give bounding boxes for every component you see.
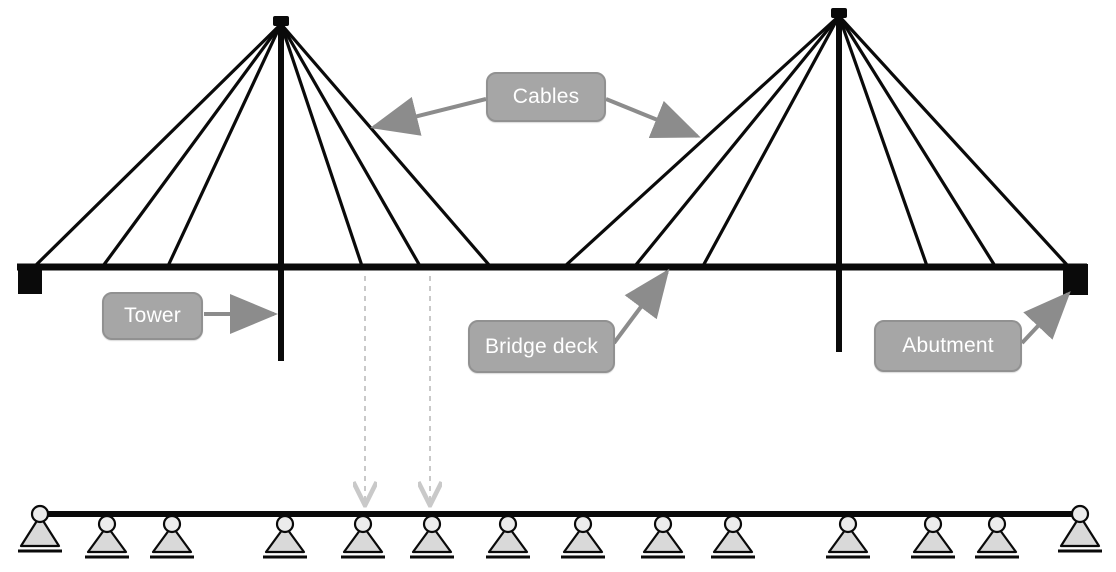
bridge-deck-arrow xyxy=(612,268,670,345)
support-triangle xyxy=(712,524,754,554)
support-symbol xyxy=(486,514,530,559)
cable-line xyxy=(837,15,929,267)
deck-line xyxy=(17,263,1087,271)
support-circle xyxy=(422,514,442,534)
tower-mast xyxy=(836,12,842,352)
support-triangle xyxy=(642,524,684,554)
cables-right-arrow xyxy=(605,97,701,138)
tower-cap xyxy=(273,16,289,26)
support-triangle xyxy=(19,514,61,548)
support-circle xyxy=(498,514,518,534)
foundation-beam xyxy=(39,511,1072,517)
support-symbol xyxy=(263,514,307,559)
support-symbol xyxy=(975,514,1019,559)
cable-line xyxy=(101,23,283,267)
support-symbol xyxy=(341,514,385,559)
support-symbol xyxy=(410,514,454,559)
tower-label: Tower xyxy=(102,292,203,340)
support-circle xyxy=(162,514,182,534)
abutment-block xyxy=(18,264,42,294)
support-triangle xyxy=(411,524,453,554)
bridge-deck-label: Bridge deck xyxy=(468,320,615,373)
support-circle xyxy=(97,514,117,534)
cable-line xyxy=(279,23,422,267)
abutment-block xyxy=(1063,264,1088,295)
support-symbol xyxy=(18,504,62,553)
cable-line xyxy=(33,22,283,268)
support-symbol xyxy=(1058,504,1102,553)
cable-line xyxy=(837,15,997,267)
support-triangle xyxy=(487,524,529,554)
support-circle xyxy=(923,514,943,534)
support-triangle xyxy=(976,524,1018,554)
support-triangle xyxy=(827,524,869,554)
support-symbol xyxy=(826,514,870,559)
support-circle xyxy=(30,504,50,524)
tower-label-text: Tower xyxy=(123,304,182,327)
cables-label: Cables xyxy=(486,72,606,122)
support-circle xyxy=(275,514,295,534)
cable-line xyxy=(837,14,1070,268)
bridge-deck-label-text: Bridge deck xyxy=(484,334,599,358)
cable-line xyxy=(166,23,283,267)
support-circle xyxy=(838,514,858,534)
cable-line xyxy=(633,14,841,268)
support-circle xyxy=(723,514,743,534)
support-triangle xyxy=(86,524,128,554)
support-circle xyxy=(987,514,1007,534)
abutment-label-text: Abutment xyxy=(902,334,994,357)
tower-cap xyxy=(831,8,847,18)
abutment-label: Abutment xyxy=(874,320,1022,372)
support-triangle xyxy=(1059,514,1101,548)
support-symbol xyxy=(911,514,955,559)
tower-mast xyxy=(278,20,284,361)
support-triangle xyxy=(342,524,384,554)
support-circle xyxy=(653,514,673,534)
cable-line xyxy=(279,22,492,268)
support-circle xyxy=(573,514,593,534)
cable-line xyxy=(563,14,841,268)
support-triangle xyxy=(151,524,193,554)
support-symbol xyxy=(641,514,685,559)
support-symbol xyxy=(85,514,129,559)
support-symbol xyxy=(711,514,755,559)
support-triangle xyxy=(562,524,604,554)
cable-line xyxy=(279,23,364,267)
cables-left-arrow xyxy=(370,96,487,136)
support-circle xyxy=(353,514,373,534)
support-triangle xyxy=(912,524,954,554)
abutment-arrow xyxy=(1020,291,1071,345)
support-symbol xyxy=(150,514,194,559)
cables-label-text: Cables xyxy=(512,85,580,108)
cable-line xyxy=(701,15,841,267)
support-circle xyxy=(1070,504,1090,524)
support-triangle xyxy=(264,524,306,554)
support-symbol xyxy=(561,514,605,559)
